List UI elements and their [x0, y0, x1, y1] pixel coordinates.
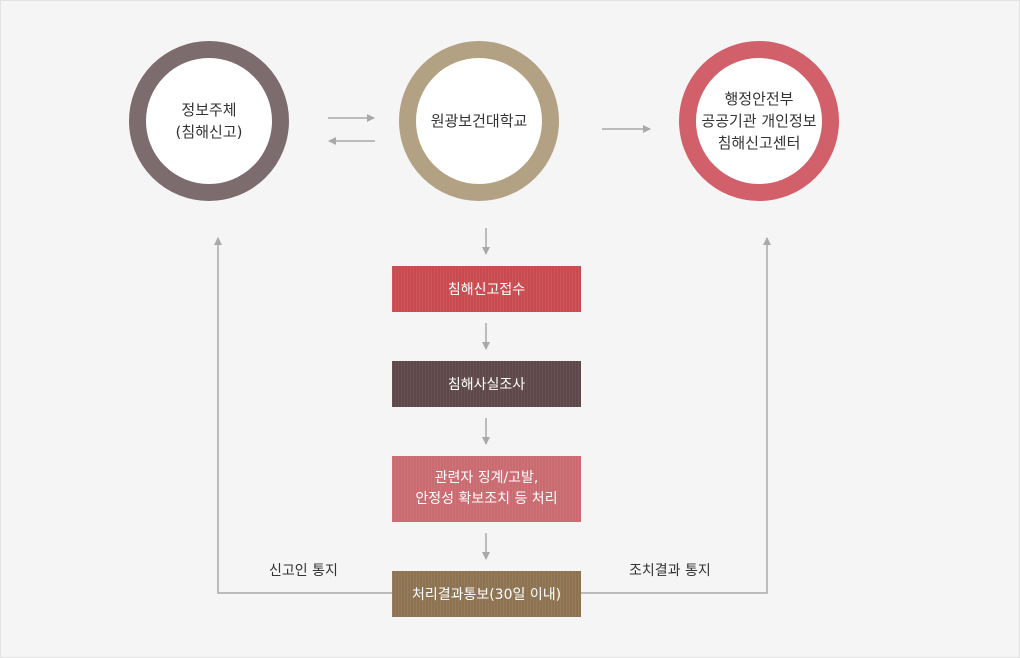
- step-receive: 침해신고접수: [392, 266, 581, 312]
- node-center-line3: 침해신고센터: [717, 134, 801, 152]
- label-reporter-notice: 신고인 통지: [269, 563, 338, 579]
- step-notify: 처리결과통보(30일 이내): [392, 571, 581, 617]
- arrow-notify-to-subject: [214, 237, 392, 594]
- node-subject-line2: (침해신고): [175, 123, 243, 141]
- step-investigate-label: 침해사실조사: [447, 377, 526, 393]
- node-university: 원광보건대학교: [399, 41, 559, 201]
- node-university-line1: 원광보건대학교: [430, 112, 528, 130]
- node-subject: 정보주체 (침해신고): [129, 41, 289, 201]
- step-action: 관련자 징계/고발, 안정성 확보조치 등 처리: [392, 456, 581, 522]
- node-center-line1: 행정안전부: [724, 90, 794, 108]
- step-action-line2: 안정성 확보조치 등 처리: [415, 491, 558, 507]
- arrow-notify-to-center: [581, 237, 771, 594]
- node-center: 행정안전부 공공기관 개인정보 침해신고센터: [679, 41, 839, 201]
- node-subject-line1: 정보주체: [181, 101, 237, 119]
- step-notify-label: 처리결과통보(30일 이내): [411, 587, 562, 603]
- step-receive-label: 침해신고접수: [447, 282, 526, 298]
- step-action-line1: 관련자 징계/고발,: [434, 470, 539, 486]
- label-action-result-notice: 조치결과 통지: [629, 563, 711, 579]
- step-investigate: 침해사실조사: [392, 361, 581, 407]
- node-center-line2: 공공기관 개인정보: [701, 112, 817, 130]
